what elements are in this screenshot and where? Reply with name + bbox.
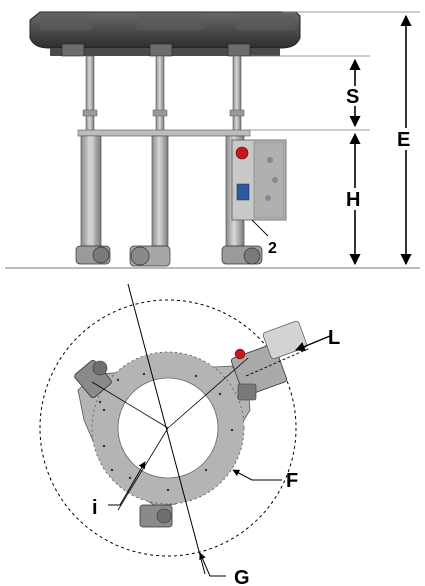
- warning-lamp: [235, 146, 249, 160]
- bolt-holes: [98, 372, 234, 492]
- lift-canopy: [29, 11, 301, 57]
- callout-f-leader: [232, 469, 282, 481]
- callout-i-leader: [108, 461, 146, 506]
- callout-2-label: 2: [268, 240, 277, 257]
- axis-line-vertical: [127, 283, 206, 575]
- upper-piston-rods: [82, 55, 245, 133]
- callout-2-leader: [251, 219, 269, 237]
- plan-warning-lamp: [234, 348, 246, 360]
- drive-motors: [75, 245, 263, 267]
- dimension-l-line: [295, 335, 331, 352]
- lower-cylinders: [80, 135, 245, 247]
- callout-i-label: i: [92, 497, 98, 519]
- side-elevation-view: S E H 2: [5, 11, 420, 269]
- base-ring-side: [77, 129, 251, 137]
- plan-cabinet: [230, 320, 308, 401]
- clearance-circle: [39, 299, 297, 557]
- dimension-s-label: S: [346, 86, 359, 108]
- callout-g-label: G: [234, 567, 250, 586]
- callout-f-label: F: [286, 470, 298, 492]
- control-cabinet: [231, 139, 287, 221]
- axis-line-upper: [167, 357, 249, 429]
- control-panel-display: [236, 183, 250, 201]
- plan-motor-bottom: [139, 504, 173, 528]
- plan-view: L F i G: [39, 283, 340, 586]
- callout-g-leader: [199, 552, 226, 577]
- dimension-l-label: L: [328, 327, 340, 349]
- dimension-e-label: E: [397, 129, 410, 151]
- axis-line-diagonal: [91, 381, 169, 429]
- dimension-h-label: H: [346, 189, 360, 211]
